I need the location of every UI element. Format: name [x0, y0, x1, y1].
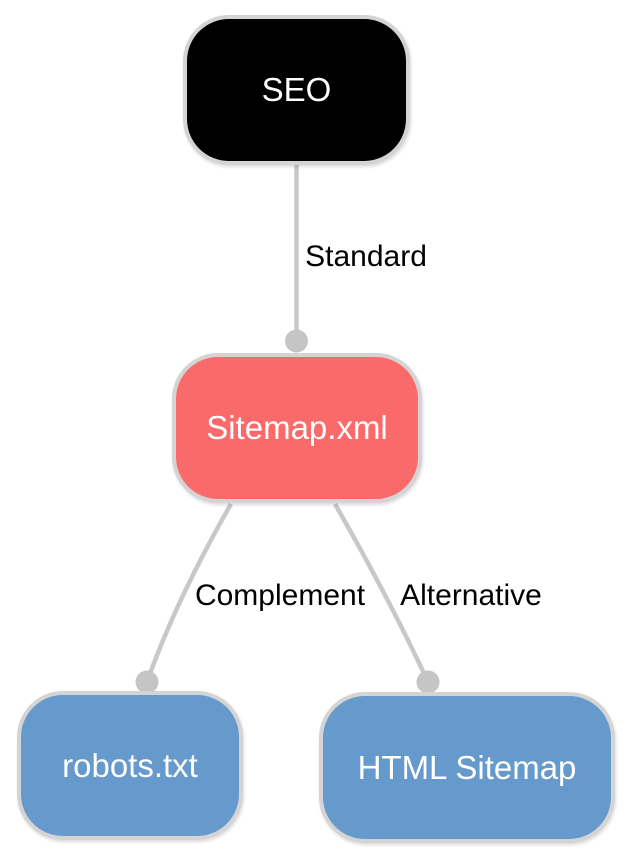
node-seo: SEO	[183, 15, 410, 165]
edge-label-complement: Complement	[194, 579, 366, 612]
node-robots-txt-label: robots.txt	[62, 746, 198, 784]
edge-complement	[144, 502, 233, 683]
node-sitemap-xml-label: Sitemap.xml	[206, 409, 388, 446]
edge-label-standard: Standard	[305, 240, 427, 273]
node-html-sitemap: HTML Sitemap	[319, 692, 615, 843]
node-robots-txt: robots.txt	[17, 691, 243, 840]
edge-alternative	[333, 502, 431, 683]
edge-dot-sitemap	[285, 329, 308, 353]
edge-dot-html-sitemap	[416, 670, 440, 694]
node-seo-label: SEO	[261, 71, 332, 108]
node-sitemap-xml: Sitemap.xml	[172, 353, 422, 503]
node-html-sitemap-label: HTML Sitemap	[357, 748, 577, 786]
edge-dot-robots	[135, 670, 159, 694]
edge-label-alternative: Alternative	[400, 579, 542, 612]
